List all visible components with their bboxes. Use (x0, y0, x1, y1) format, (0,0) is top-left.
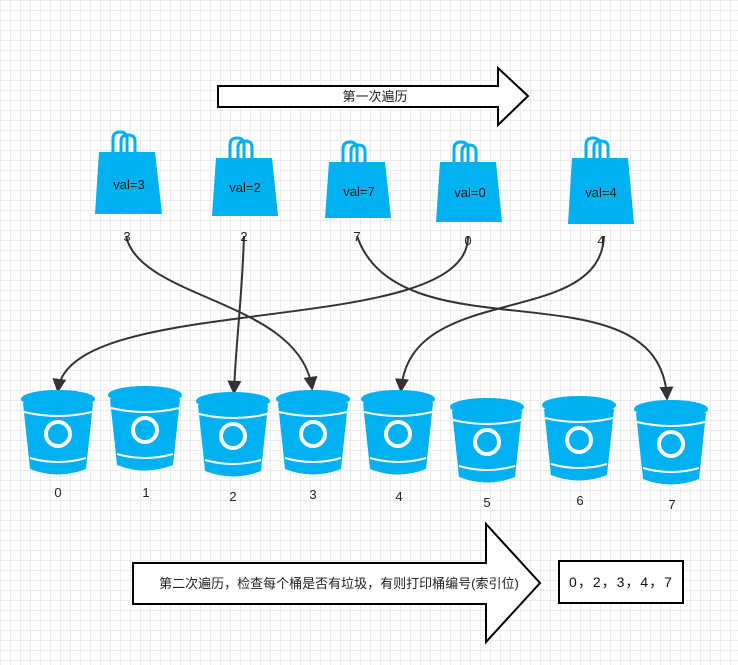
bucket-0 (21, 390, 95, 475)
bucket-icon (450, 398, 524, 483)
first-traversal-label: 第一次遍历 (342, 89, 407, 104)
bag-value: val=0 (454, 185, 485, 200)
bag-number: 2 (240, 229, 247, 244)
bucket-icon (634, 400, 708, 485)
bucket-icon (196, 392, 270, 477)
bucket-2 (196, 392, 270, 477)
result-text: 0，2，3，4，7 (569, 574, 673, 590)
bucket-icon (361, 390, 435, 475)
bag-number: 7 (353, 229, 360, 244)
connections (52, 235, 674, 401)
bag-value: val=2 (229, 180, 260, 195)
bucket-icon (21, 390, 95, 475)
bucket-icon (108, 386, 182, 471)
first-traversal-arrow: 第一次遍历 (217, 65, 530, 128)
bucket-7 (634, 400, 708, 485)
bucket-index: 1 (142, 485, 149, 500)
shopping-bag-icon (212, 158, 278, 216)
bag-value: val=7 (343, 184, 374, 199)
bag-handle-icon (584, 136, 610, 158)
shopping-bag-icon (325, 162, 391, 218)
connector-val7-to-bucket7 (356, 235, 674, 401)
bucket-index: 2 (229, 489, 236, 504)
bag-2: val=2 (212, 136, 278, 216)
bag-handle-icon (228, 136, 254, 158)
bucket-5 (450, 398, 524, 483)
bag-5: val=4 (568, 136, 634, 224)
bag-3: val=7 (325, 140, 391, 218)
second-traversal-label: 第二次遍历，检查每个桶是否有垃圾，有则打印桶编号(索引位) (159, 576, 519, 591)
bag-number: 3 (123, 229, 130, 244)
bag-handle-icon (341, 140, 367, 162)
bag-handle-icon (111, 130, 137, 152)
bag-number: 0 (464, 233, 471, 248)
bucket-6 (542, 396, 616, 481)
bucket-index: 3 (309, 487, 316, 502)
shopping-bag-icon (95, 152, 162, 214)
bucket-4 (361, 390, 435, 475)
bucket-index: 4 (395, 489, 402, 504)
bucket-icon (542, 396, 616, 481)
bag-number: 4 (597, 233, 604, 248)
bag-value: val=4 (585, 185, 616, 200)
bag-4: val=0 (436, 140, 502, 222)
bucket-icon (276, 390, 350, 475)
bucket-index: 5 (483, 495, 490, 510)
bucket-index: 0 (54, 485, 61, 500)
bag-1: val=3 (95, 130, 162, 214)
bag-handle-icon (452, 140, 478, 162)
connector-val4-to-bucket4 (394, 235, 605, 393)
bag-value: val=3 (113, 177, 144, 192)
shopping-bag-icon (568, 158, 634, 224)
bucket-1 (108, 386, 182, 471)
result-box: 0，2，3，4，7 (558, 560, 684, 604)
shopping-bag-icon (436, 162, 502, 222)
connector-val3-to-bucket3 (125, 235, 318, 391)
bucket-index: 7 (668, 497, 675, 512)
connector-val0-to-bucket0 (52, 235, 470, 393)
second-traversal-arrow: 第二次遍历，检查每个桶是否有垃圾，有则打印桶编号(索引位) (132, 521, 542, 645)
bucket-3 (276, 390, 350, 475)
bucket-index: 6 (576, 493, 583, 508)
